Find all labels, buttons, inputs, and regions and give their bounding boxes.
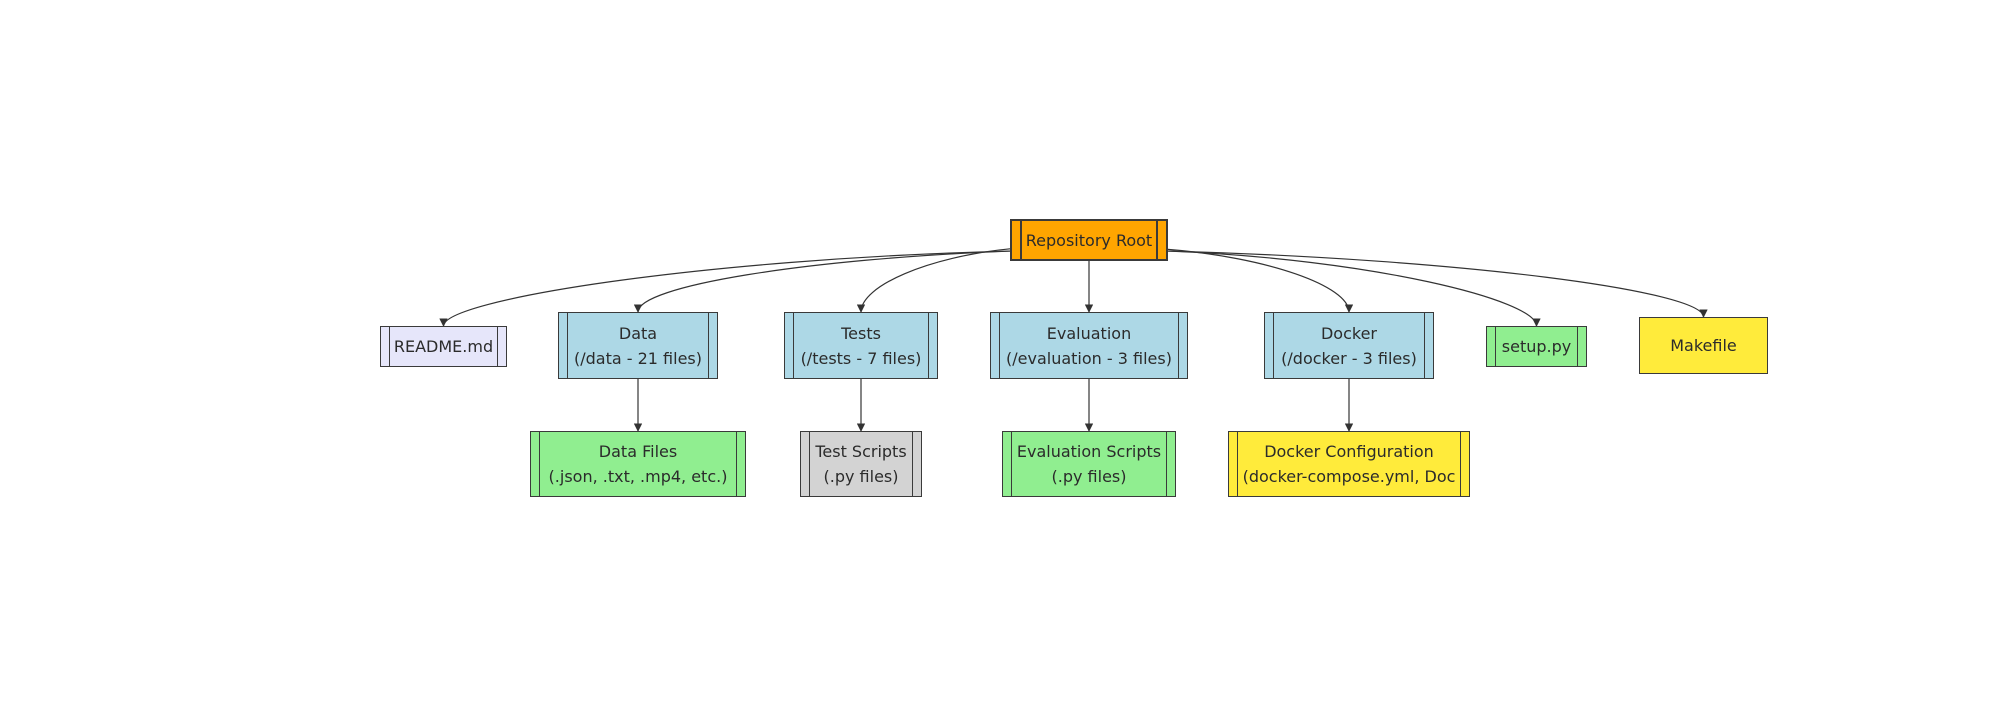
- node-title: README.md: [393, 337, 494, 356]
- node-test-scripts[interactable]: Test Scripts (.py files): [800, 431, 922, 497]
- node-title: Makefile: [1670, 336, 1737, 355]
- node-title: Docker Configuration: [1264, 442, 1434, 461]
- node-makefile[interactable]: Makefile: [1639, 317, 1768, 374]
- edge-root-to-setup: [1167, 250, 1541, 327]
- edge-root-to-data: [633, 250, 1011, 313]
- edge-root-to-makefile: [1167, 250, 1708, 318]
- node-setup-py[interactable]: setup.py: [1486, 326, 1587, 367]
- node-title: Data Files: [598, 442, 678, 461]
- edge-root-to-readme: [439, 250, 1011, 327]
- node-data-files[interactable]: Data Files (.json, .txt, .mp4, etc.): [530, 431, 746, 497]
- node-data-folder[interactable]: Data (/data - 21 files): [558, 312, 718, 379]
- node-docker-folder[interactable]: Docker (/docker - 3 files): [1264, 312, 1434, 379]
- node-docker-configuration[interactable]: Docker Configuration (docker-compose.yml,…: [1228, 431, 1470, 497]
- node-title: Data: [618, 323, 658, 343]
- edge-root-to-docker: [1167, 248, 1354, 313]
- node-subtitle: (/evaluation - 3 files): [1006, 348, 1172, 368]
- node-subtitle: (.py files): [823, 467, 899, 486]
- node-subtitle: (/docker - 3 files): [1281, 348, 1417, 368]
- node-subtitle: (.json, .txt, .mp4, etc.): [548, 467, 728, 486]
- node-subtitle: (/tests - 7 files): [800, 348, 922, 368]
- node-repository-root[interactable]: Repository Root: [1010, 219, 1168, 261]
- node-tests-folder[interactable]: Tests (/tests - 7 files): [784, 312, 938, 379]
- node-readme[interactable]: README.md: [380, 326, 507, 367]
- node-evaluation-folder[interactable]: Evaluation (/evaluation - 3 files): [990, 312, 1188, 379]
- node-title: Test Scripts: [815, 442, 907, 461]
- node-title: Tests: [841, 323, 881, 343]
- node-title: setup.py: [1501, 337, 1572, 356]
- node-title: Evaluation: [1046, 323, 1132, 343]
- node-title: Repository Root: [1025, 230, 1153, 250]
- edge-root-to-tests: [856, 248, 1011, 313]
- node-subtitle: (docker-compose.yml, Doc: [1242, 467, 1456, 486]
- node-subtitle: (.py files): [1051, 467, 1127, 486]
- node-subtitle: (/data - 21 files): [573, 348, 702, 368]
- node-title: Docker: [1320, 323, 1378, 343]
- node-evaluation-scripts[interactable]: Evaluation Scripts (.py files): [1002, 431, 1176, 497]
- node-title: Evaluation Scripts: [1016, 442, 1162, 461]
